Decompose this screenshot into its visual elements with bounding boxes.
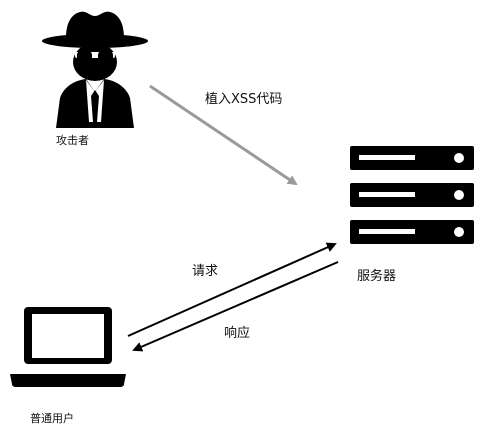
request-label: 请求	[192, 264, 219, 279]
normal-user-label: 普通用户	[30, 412, 74, 425]
inject-xss-label: 植入XSS代码	[205, 92, 283, 107]
laptop-icon	[10, 307, 126, 387]
server-label: 服务器	[357, 269, 397, 284]
request-arrow	[127, 242, 337, 337]
sunglasses	[75, 51, 115, 62]
shirt-and-tie	[86, 80, 104, 122]
response-arrow	[132, 261, 339, 352]
attacker-label: 攻击者	[56, 134, 89, 147]
inject-xss-arrow	[149, 84, 298, 186]
response-label: 响应	[224, 326, 251, 341]
server-rack-icon	[350, 146, 474, 244]
